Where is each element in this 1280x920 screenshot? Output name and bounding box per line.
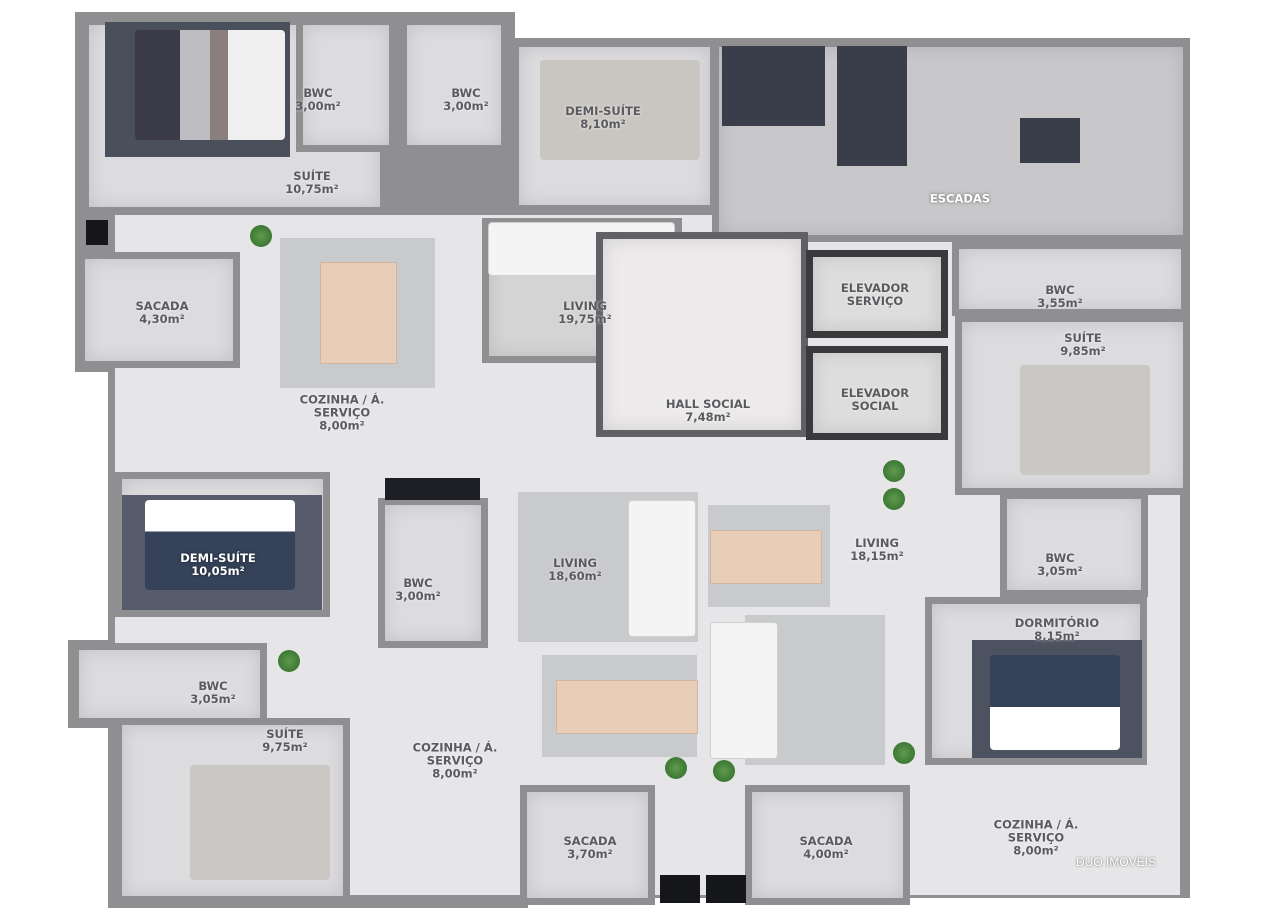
- bed: [135, 30, 285, 140]
- plant: [278, 650, 300, 672]
- plant: [893, 742, 915, 764]
- shaft: [722, 46, 825, 126]
- bed: [1020, 365, 1150, 475]
- barbecue: [706, 875, 746, 903]
- shaft: [837, 46, 907, 166]
- room-sacada-left: [78, 252, 240, 368]
- room-sacada-bottom-right: [745, 785, 910, 905]
- bed: [190, 765, 330, 880]
- bed: [540, 60, 700, 160]
- plant: [883, 460, 905, 482]
- room-bwc: [400, 18, 508, 152]
- room-bwc: [378, 498, 488, 648]
- sofa: [628, 500, 696, 637]
- room-bwc: [72, 643, 267, 725]
- room-bwc: [1000, 492, 1148, 597]
- room-sacada-bottom-left: [520, 785, 655, 905]
- bed: [145, 500, 295, 590]
- room-elevador-social: [806, 346, 948, 440]
- shaft: [1020, 118, 1080, 163]
- dining-table: [556, 680, 698, 734]
- room-bwc: [952, 242, 1188, 316]
- sofa: [710, 622, 778, 759]
- room-bwc: [296, 18, 396, 152]
- barbecue: [660, 875, 700, 903]
- room-label: ELEVADOR SOCIAL: [840, 386, 910, 413]
- room-label: ELEVADOR SERVIÇO: [840, 281, 910, 308]
- fireplace: [86, 220, 108, 245]
- dining-table: [320, 262, 397, 364]
- dining-table: [710, 530, 822, 584]
- plant: [665, 757, 687, 779]
- plant: [713, 760, 735, 782]
- room-label: ESCADAS: [929, 191, 991, 206]
- room-hall-social: [596, 232, 808, 437]
- watermark: DUO IMOVEIS: [1076, 855, 1157, 869]
- window-dark: [385, 478, 480, 500]
- room-elevador-servico: [806, 250, 948, 338]
- plant: [250, 225, 272, 247]
- plant: [883, 488, 905, 510]
- bed: [990, 655, 1120, 750]
